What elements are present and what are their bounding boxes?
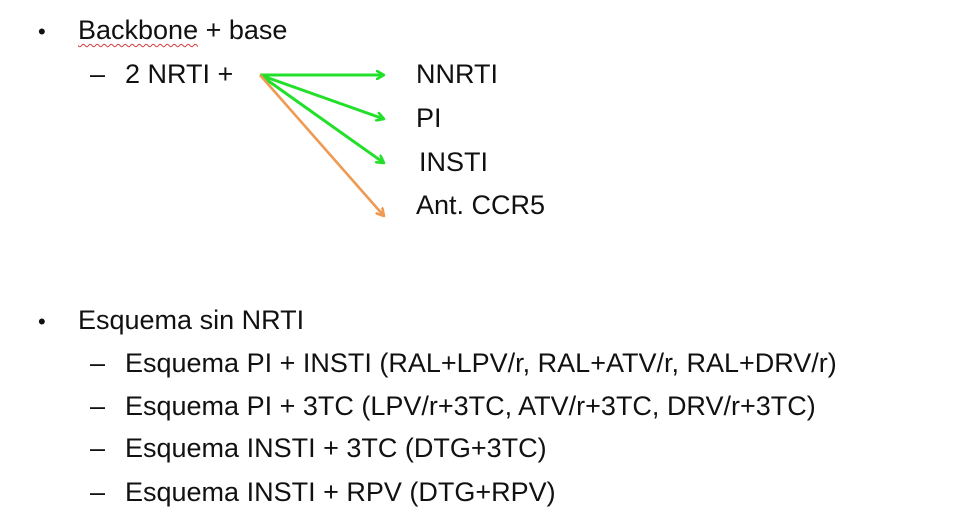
target-insti: INSTI: [419, 147, 489, 177]
dash-nrti: –: [90, 59, 106, 89]
dash-item-4: –: [90, 477, 106, 507]
heading-backbone: Backbone + base: [78, 14, 287, 46]
heading-esquema: Esquema sin NRTI: [78, 305, 305, 335]
list-item-1: Esquema PI + INSTI (RAL+LPV/r, RAL+ATV/r…: [125, 348, 837, 378]
nrti-label: 2 NRTI +: [125, 59, 234, 89]
list-item-3: Esquema INSTI + 3TC (DTG+3TC): [125, 433, 547, 463]
target-pi: PI: [416, 103, 442, 133]
arrow-to-ccr5: [259, 74, 384, 216]
heading-backbone-rest: + base: [198, 15, 288, 45]
arrow-to-pi: [259, 73, 384, 119]
heading-backbone-word: Backbone: [78, 15, 199, 45]
target-ccr5: Ant. CCR5: [416, 190, 546, 220]
bullet-1: •: [38, 19, 46, 44]
list-item-2: Esquema PI + 3TC (LPV/r+3TC, ATV/r+3TC, …: [125, 391, 816, 421]
dash-item-2: –: [90, 391, 106, 421]
arrow-to-insti: [259, 73, 384, 163]
dash-item-3: –: [90, 433, 106, 463]
target-nnrti: NNRTI: [416, 59, 499, 89]
bullet-2: •: [38, 309, 46, 334]
dash-item-1: –: [90, 348, 106, 378]
list-item-4: Esquema INSTI + RPV (DTG+RPV): [125, 477, 556, 507]
